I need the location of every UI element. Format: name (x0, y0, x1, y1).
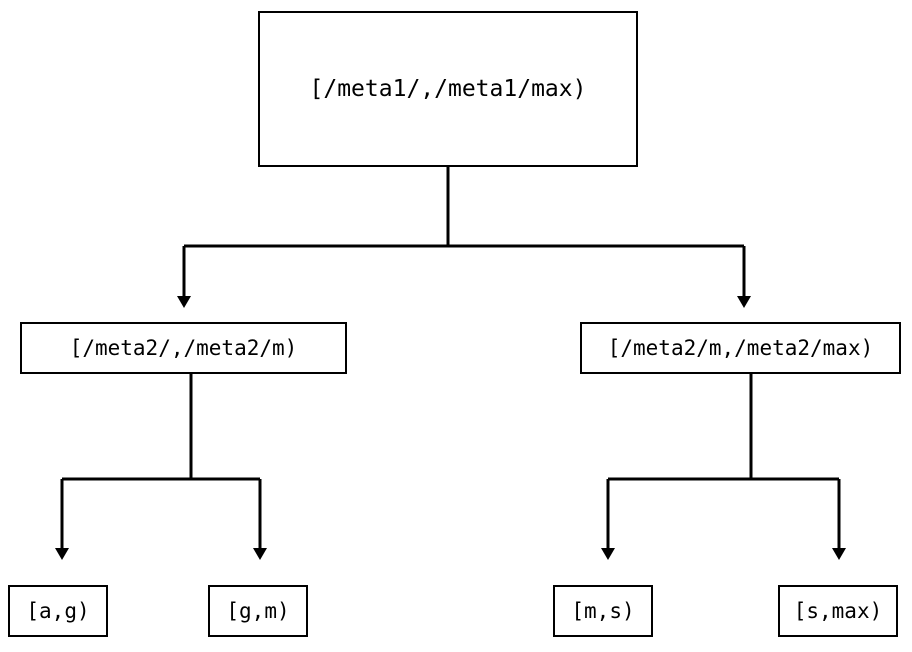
edge-root-to-mid-group (177, 167, 751, 308)
tree-node-leaf-4-label: [s,max) (793, 598, 883, 623)
edge-mid-right-to-leaves-group (601, 374, 846, 560)
tree-node-leaf-4[interactable]: [s,max) (778, 585, 898, 637)
tree-node-leaf-2-label: [g,m) (226, 598, 290, 623)
tree-node-mid-right[interactable]: [/meta2/m,/meta2/max) (580, 322, 901, 374)
arrowhead-leaf-4 (832, 548, 846, 560)
arrowhead-leaf-1 (55, 548, 69, 560)
tree-node-leaf-3-label: [m,s) (571, 598, 635, 623)
tree-node-leaf-1-label: [a,g) (26, 598, 90, 623)
tree-node-leaf-3[interactable]: [m,s) (553, 585, 653, 637)
tree-node-root[interactable]: [/meta1/,/meta1/max) (258, 11, 638, 167)
arrowhead-mid-left (177, 296, 191, 308)
tree-node-leaf-2[interactable]: [g,m) (208, 585, 308, 637)
edge-mid-left-to-leaves-group (55, 374, 267, 560)
arrowhead-leaf-3 (601, 548, 615, 560)
tree-node-mid-left-label: [/meta2/,/meta2/m) (69, 335, 298, 360)
tree-node-mid-right-label: [/meta2/m,/meta2/max) (607, 335, 874, 360)
tree-node-leaf-1[interactable]: [a,g) (8, 585, 108, 637)
tree-node-root-label: [/meta1/,/meta1/max) (309, 75, 587, 102)
tree-node-mid-left[interactable]: [/meta2/,/meta2/m) (20, 322, 347, 374)
arrowhead-leaf-2 (253, 548, 267, 560)
arrowhead-mid-right (737, 296, 751, 308)
